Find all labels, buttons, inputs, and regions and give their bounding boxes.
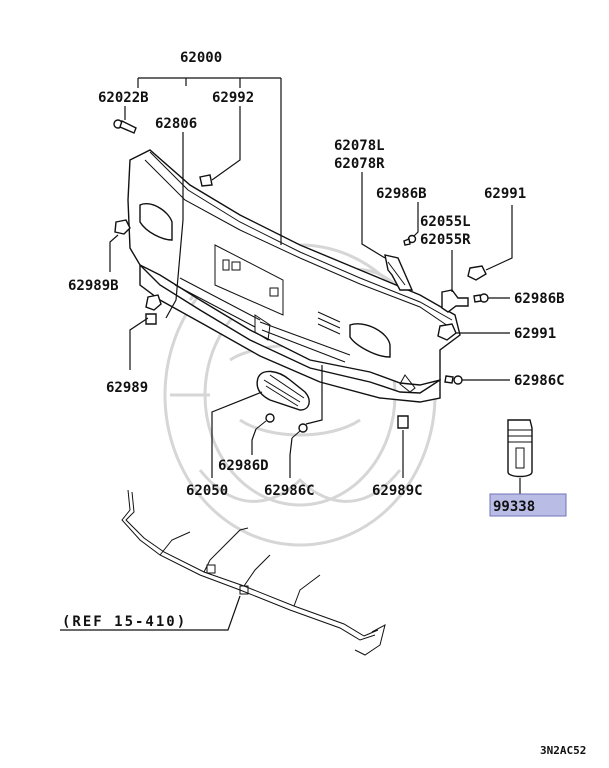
- front-bumper-62000[interactable]: [127, 149, 461, 403]
- wiring-harness[interactable]: [121, 489, 386, 656]
- grille-insert-62050[interactable]: [256, 370, 310, 411]
- label-62986d[interactable]: 62986D: [218, 458, 269, 474]
- leader-lines: [60, 77, 521, 631]
- bracket-62078[interactable]: [384, 254, 414, 291]
- nut-62991-lower[interactable]: [437, 323, 457, 341]
- screw-62986c-lower[interactable]: [291, 423, 308, 439]
- label-62986c-lower[interactable]: 62986C: [264, 483, 315, 499]
- nut-62989b[interactable]: [114, 219, 131, 235]
- diagram-code: 3N2AC52: [540, 744, 586, 757]
- highlight-box-99338: [489, 493, 567, 517]
- stay-62055[interactable]: [441, 289, 469, 313]
- screw-62986b-lower[interactable]: [473, 293, 489, 303]
- label-62989b[interactable]: 62989B: [68, 278, 119, 294]
- label-62055l[interactable]: 62055L: [420, 214, 471, 230]
- label-62078l[interactable]: 62078L: [334, 138, 385, 154]
- label-62991-lower[interactable]: 62991: [514, 326, 556, 342]
- touch-up-paint-99338[interactable]: [507, 419, 533, 478]
- label-62992[interactable]: 62992: [212, 90, 254, 106]
- part-labels: 62000 62022B 62992 62806 62078L 62078R 6…: [62, 50, 586, 757]
- screw-62986c-right[interactable]: [444, 375, 463, 385]
- screw-62022b[interactable]: [113, 119, 137, 134]
- label-62989[interactable]: 62989: [106, 380, 148, 396]
- label-62986b-upper[interactable]: 62986B: [376, 186, 427, 202]
- label-62806[interactable]: 62806: [155, 116, 197, 132]
- clip-62989c[interactable]: [397, 415, 409, 429]
- label-62986b-lower[interactable]: 62986B: [514, 291, 565, 307]
- label-62055r[interactable]: 62055R: [420, 232, 471, 248]
- label-62989c[interactable]: 62989C: [372, 483, 423, 499]
- label-62050[interactable]: 62050: [186, 483, 228, 499]
- label-62022b[interactable]: 62022B: [98, 90, 149, 106]
- label-62991-upper[interactable]: 62991: [484, 186, 526, 202]
- nut-62989[interactable]: [145, 294, 162, 325]
- screw-62986b-upper[interactable]: [403, 234, 417, 246]
- label-99338[interactable]: 99338: [493, 499, 535, 515]
- nut-62991-upper[interactable]: [467, 265, 487, 281]
- label-62000[interactable]: 62000: [180, 50, 222, 66]
- screw-62986d[interactable]: [255, 413, 275, 430]
- label-62078r[interactable]: 62078R: [334, 156, 385, 172]
- clip-62992[interactable]: [199, 174, 213, 187]
- ref-label[interactable]: (REF 15-410): [62, 614, 187, 630]
- label-62986c-right[interactable]: 62986C: [514, 373, 565, 389]
